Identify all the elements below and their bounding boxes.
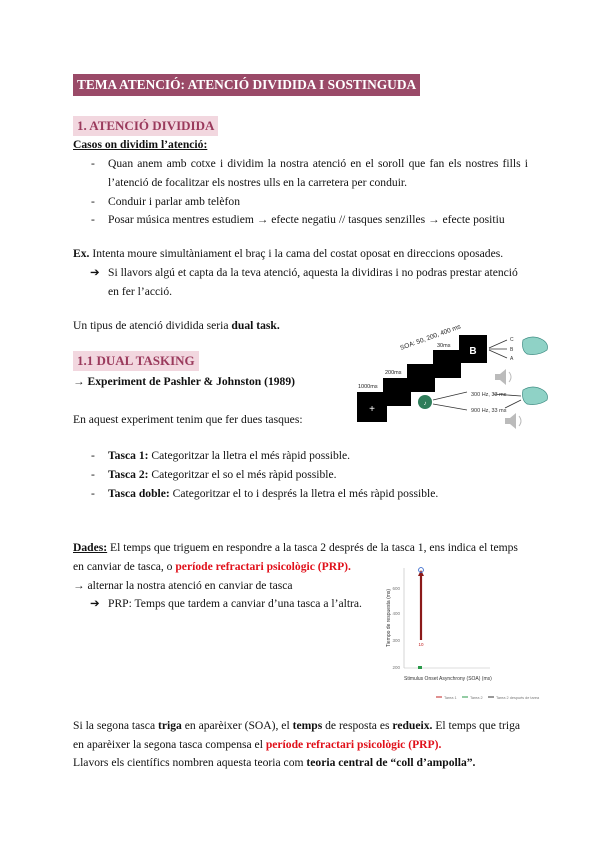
section-heading-dual-tasking: 1.1 DUAL TASKING — [73, 351, 199, 371]
letter-screen — [459, 335, 487, 363]
tone-arrow — [432, 391, 468, 401]
prp-mark-label: 10 — [418, 642, 424, 647]
legend-task2: Tarea 2 — [470, 696, 483, 700]
tone-arrow — [432, 403, 468, 411]
blank-screen-2 — [407, 364, 435, 392]
blank-screen-3 — [433, 350, 461, 378]
final-paragraph-line-2: en aparèixer la segona tasca compensa el… — [73, 738, 442, 751]
experiment-reference: → Experiment de Pashler & Johnston (1989… — [73, 375, 295, 388]
fixation-screen — [357, 392, 387, 422]
letter-b: B — [469, 346, 476, 357]
speaker-wave — [518, 415, 522, 427]
response-c: C — [510, 337, 514, 343]
alternar-line: → alternar la nostra atenció en canviar … — [73, 579, 293, 592]
legend-task1: Tarea 1 — [444, 696, 457, 700]
speaker-wave — [508, 371, 512, 383]
task2-point — [418, 567, 424, 573]
tone-glyph: ♪ — [424, 401, 427, 407]
prp-arrow-head — [418, 570, 424, 576]
response-arrow — [488, 339, 508, 349]
time-30ms: 30ms — [437, 343, 451, 349]
x-axis-label: Stimulus Onset Asynchrony (SOA) (ms) — [404, 676, 492, 682]
speaker-icon — [495, 369, 506, 385]
bullet-dash: - — [91, 213, 95, 226]
fixation-cross: + — [369, 404, 375, 415]
final-paragraph-line-1: Si la segona tasca triga en aparèixer (S… — [73, 719, 521, 732]
experiment-intro: En aquest experiment tenim que fer dues … — [73, 413, 303, 426]
experiment-paradigm-figure: SOA: 50, 200, 400 ms + 1000ms 200ms 30ms… — [357, 323, 548, 429]
arrow-right-icon: ➔ — [90, 597, 100, 610]
y-axis-label: Tiempo de respuesta (ms) — [386, 589, 392, 648]
document-title: TEMA ATENCIÓ: ATENCIÓ DIVIDIDA I SOSTING… — [73, 74, 421, 96]
time-1000ms: 1000ms — [358, 384, 378, 390]
dades-line-2: en canviar de tasca, o període refractar… — [73, 560, 351, 573]
task-2: Tasca 2: Categoritzar el so el més ràpid… — [108, 468, 337, 481]
tone-response-arrow — [504, 399, 522, 409]
blank-screen-1 — [383, 378, 411, 406]
tone-response-arrow — [492, 393, 522, 397]
speaker-icon — [505, 413, 516, 429]
dades-line: Dades: El temps que triguem en respondre… — [73, 541, 518, 554]
soa-label: SOA: 50, 200, 400 ms — [399, 323, 462, 352]
tone-high-label: 300 Hz, 33 ms — [471, 392, 507, 398]
bullet-dash: - — [91, 195, 95, 208]
tone-low-label: 900 Hz, 33 ms — [471, 408, 507, 414]
hand-icon — [522, 386, 548, 405]
dual-task-sentence: Un tipus de atenció dividida seria dual … — [73, 319, 280, 332]
example-consequence: Si llavors algú et capta da la teva aten… — [108, 266, 518, 279]
y-tick: 400 — [392, 611, 400, 616]
hand-icon — [522, 336, 548, 355]
y-tick: 300 — [392, 638, 400, 643]
final-paragraph-line-3: Llavors els científics nombren aquesta t… — [73, 756, 476, 769]
bullet-dash: - — [91, 449, 95, 462]
bullet-telefon: Conduir i parlar amb telèfon — [108, 195, 240, 208]
bullet-musica: Posar música mentres estudiem → efecte n… — [108, 213, 505, 226]
cases-label: Casos on dividim l’atenció: — [73, 138, 208, 151]
task-doble: Tasca doble: Categoritzar el to i despré… — [108, 487, 439, 500]
bullet-dash: - — [91, 157, 95, 170]
y-tick: 600 — [392, 586, 400, 591]
bullet-cotxe-cont: l’atenció de focalitzar els nostres ulls… — [108, 176, 408, 189]
bullet-dash: - — [91, 468, 95, 481]
bullet-cotxe: Quan anem amb cotxe i dividim la nostra … — [108, 157, 528, 170]
arrow-right-icon: ➔ — [90, 266, 100, 279]
response-arrow — [488, 349, 508, 359]
prp-results-figure: Tiempo de respuesta (ms) 600 400 300 200… — [370, 560, 545, 710]
time-200ms: 200ms — [385, 370, 402, 376]
bullet-dash: - — [91, 487, 95, 500]
response-b: B — [510, 347, 514, 353]
tone-stimulus-icon — [418, 395, 432, 409]
figure-background — [370, 560, 545, 710]
response-a: A — [510, 356, 514, 362]
section-heading-atencio-dividida: 1. ATENCIÓ DIVIDIDA — [73, 116, 219, 136]
y-tick: 200 — [392, 665, 400, 670]
task1-point — [418, 666, 422, 669]
prp-definition: PRP: Temps que tardem a canviar d’una ta… — [108, 597, 362, 610]
example-line: Ex. Intenta moure simultàniament el braç… — [73, 247, 504, 260]
task-1: Tasca 1: Categoritzar la lletra el més r… — [108, 449, 351, 462]
legend-task2-after: Tarea 2 después de tarea — [496, 696, 540, 700]
example-consequence-cont: en fer l’acció. — [108, 285, 173, 298]
